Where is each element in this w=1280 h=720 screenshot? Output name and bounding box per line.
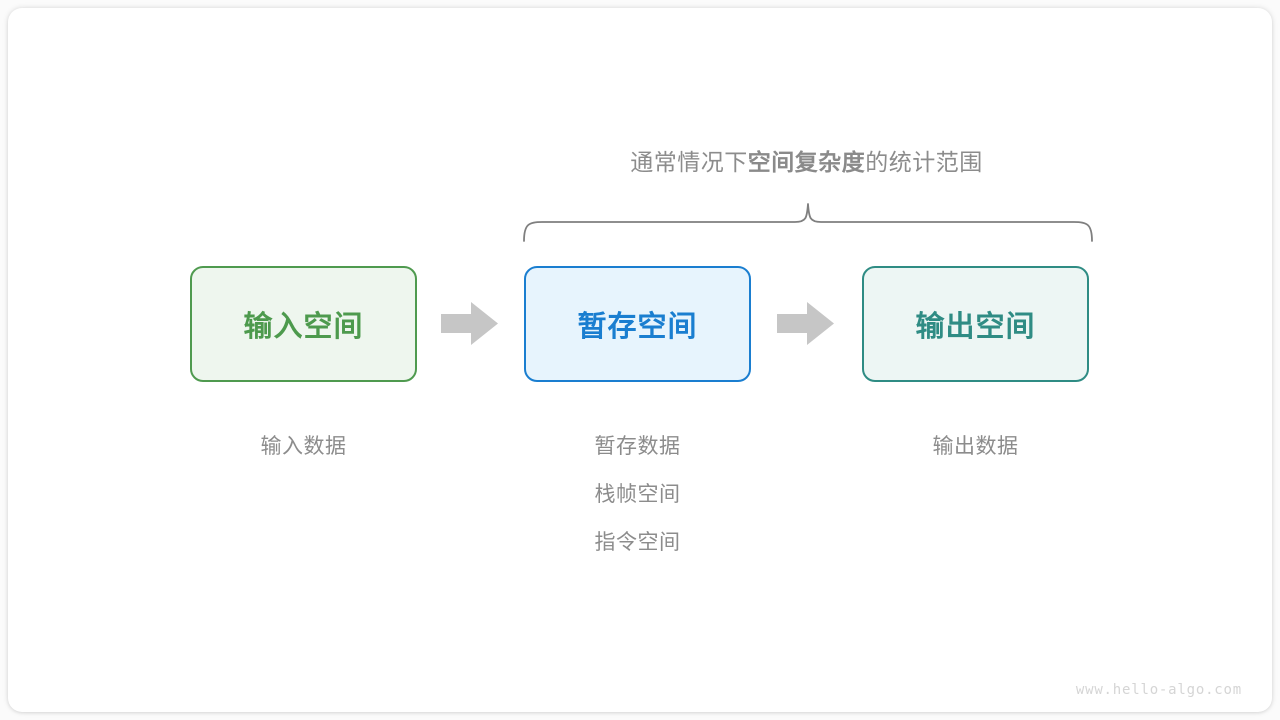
caption-temp: 暂存数据 栈帧空间 指令空间	[524, 423, 751, 567]
caption-line: 输出数据	[932, 435, 1019, 458]
caption-line: 栈帧空间	[594, 483, 681, 506]
caption-line: 暂存数据	[594, 435, 681, 458]
box-input-space-label: 输入空间	[243, 311, 364, 343]
box-output-space[interactable]: 输出空间	[862, 266, 1089, 382]
arrow-right-icon	[777, 302, 834, 345]
brace-caption: 通常情况下空间复杂度的统计范围	[523, 145, 1090, 179]
curly-brace-icon	[523, 203, 1093, 242]
caption-line: 输入数据	[260, 435, 347, 458]
caption-output: 输出数据	[862, 423, 1089, 471]
caption-input: 输入数据	[190, 423, 417, 471]
watermark: www.hello-algo.com	[1075, 682, 1242, 698]
brace-caption-suffix: 的统计范围	[865, 149, 983, 175]
caption-line: 指令空间	[594, 531, 681, 554]
arrow-right-icon	[441, 302, 498, 345]
box-output-space-label: 输出空间	[915, 311, 1036, 343]
box-temp-space-label: 暂存空间	[577, 311, 698, 343]
brace-caption-prefix: 通常情况下	[630, 149, 748, 175]
box-temp-space[interactable]: 暂存空间	[524, 266, 751, 382]
box-input-space[interactable]: 输入空间	[190, 266, 417, 382]
brace-caption-emphasis: 空间复杂度	[747, 149, 866, 175]
